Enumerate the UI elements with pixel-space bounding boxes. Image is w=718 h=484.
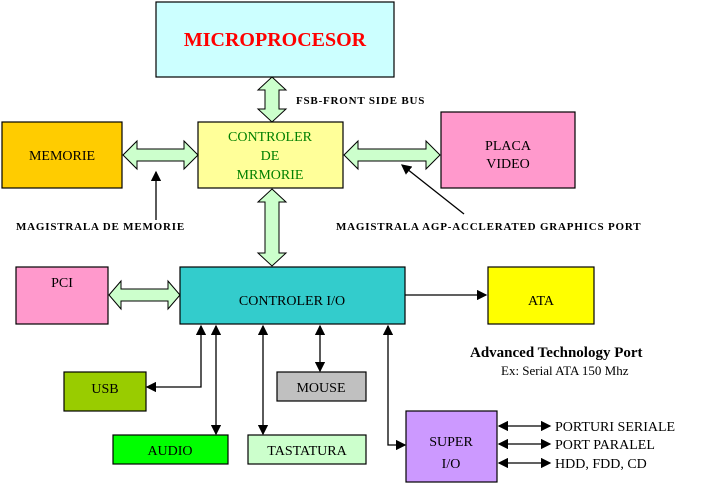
super-io-line1: SUPER (429, 435, 473, 450)
magistrala-memorie-label: MAGISTRALA DE MEMORIE (16, 221, 185, 233)
ata-example-label: Ex: Serial ATA 150 Mhz (501, 363, 629, 378)
ata-box: ATA (487, 266, 595, 325)
pci-bus-arrow (108, 279, 181, 311)
ata-title-label: Advanced Technology Port (470, 345, 643, 361)
super-io-arrow (382, 324, 407, 451)
super-io-line2: I/O (442, 457, 461, 472)
porturi-seriale-label: PORTURI SERIALE (555, 420, 675, 435)
controler-io-label: CONTROLER I/O (239, 294, 345, 309)
usb-arrow (145, 324, 207, 393)
fsb-bus-arrow (256, 76, 288, 123)
usb-box: USB (63, 371, 147, 412)
controller-link-bus-arrow (256, 188, 288, 267)
controler-memorie-line1: CONTROLER (228, 130, 313, 145)
agp-pointer-arrow (400, 164, 465, 215)
memorie-label: MEMORIE (29, 149, 95, 164)
tastatura-box: TASTATURA (247, 434, 367, 465)
microprocesor-label: MICROPROCESOR (184, 29, 367, 51)
usb-label: USB (91, 382, 118, 397)
controler-memorie-box: CONTROLER DE MRMORIE (197, 121, 344, 189)
controler-io-box: CONTROLER I/O (179, 266, 406, 325)
pci-box: PCI (15, 266, 109, 325)
audio-box: AUDIO (112, 434, 229, 465)
mouse-box: MOUSE (276, 371, 367, 402)
magistrala-agp-label: MAGISTRALA AGP-ACCLERATED GRAPHICS PORT (336, 221, 641, 233)
port-paralel-label: PORT PARALEL (555, 438, 655, 453)
controler-memorie-line2: DE (261, 149, 280, 164)
ata-label: ATA (528, 294, 555, 309)
mouse-label: MOUSE (296, 381, 345, 396)
audio-label: AUDIO (147, 444, 192, 459)
tastatura-label: TASTATURA (267, 444, 347, 459)
placa-video-line2: VIDEO (486, 157, 530, 172)
memorie-box: MEMORIE (1, 121, 123, 189)
microprocesor-box: MICROPROCESOR (155, 1, 395, 78)
super-io-box: SUPER I/O (405, 410, 498, 483)
fsb-label: FSB-FRONT SIDE BUS (296, 95, 425, 107)
placa-video-box: PLACA VIDEO (440, 111, 576, 189)
controler-memorie-line3: MRMORIE (237, 168, 304, 183)
placa-video-line1: PLACA (485, 139, 532, 154)
pci-label: PCI (51, 276, 73, 291)
agp-bus-arrow (343, 139, 441, 171)
hdd-fdd-cd-label: HDD, FDD, CD (555, 457, 647, 472)
memory-bus-arrow (122, 139, 199, 171)
